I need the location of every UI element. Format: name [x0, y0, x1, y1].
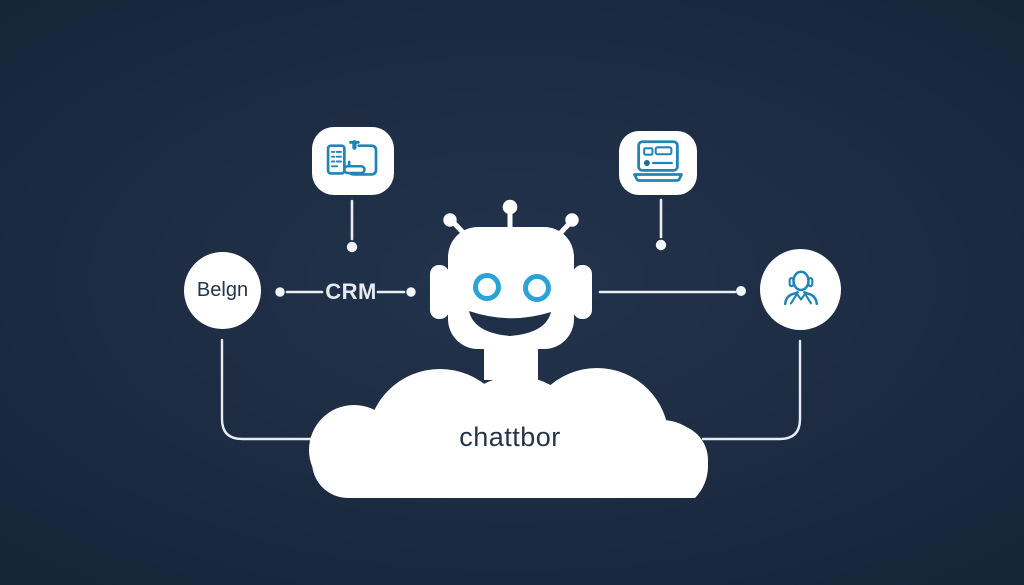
cloud-label: chattbor — [459, 421, 561, 452]
connector-lines — [220, 198, 802, 441]
laptop-icon — [633, 140, 683, 182]
robot-smile — [469, 311, 551, 336]
cloud-shape — [309, 368, 708, 498]
top-left-node-card — [312, 127, 394, 195]
right-node-circle — [760, 249, 841, 330]
robot-ear-right — [573, 265, 592, 319]
top-right-node-card — [619, 131, 697, 195]
support-agent-icon — [783, 270, 818, 305]
left-node-label: Belgn — [196, 279, 249, 301]
left-node-circle: Belgn — [184, 252, 261, 329]
connector-dots — [275, 239, 746, 297]
chatbot-robot-icon — [430, 199, 592, 380]
robot-antenna-dots — [443, 199, 579, 227]
robot-ear-left — [430, 265, 449, 319]
crm-link-label: CRM — [325, 279, 377, 304]
robot-eyes — [473, 273, 551, 302]
documents-sync-icon — [326, 140, 378, 176]
